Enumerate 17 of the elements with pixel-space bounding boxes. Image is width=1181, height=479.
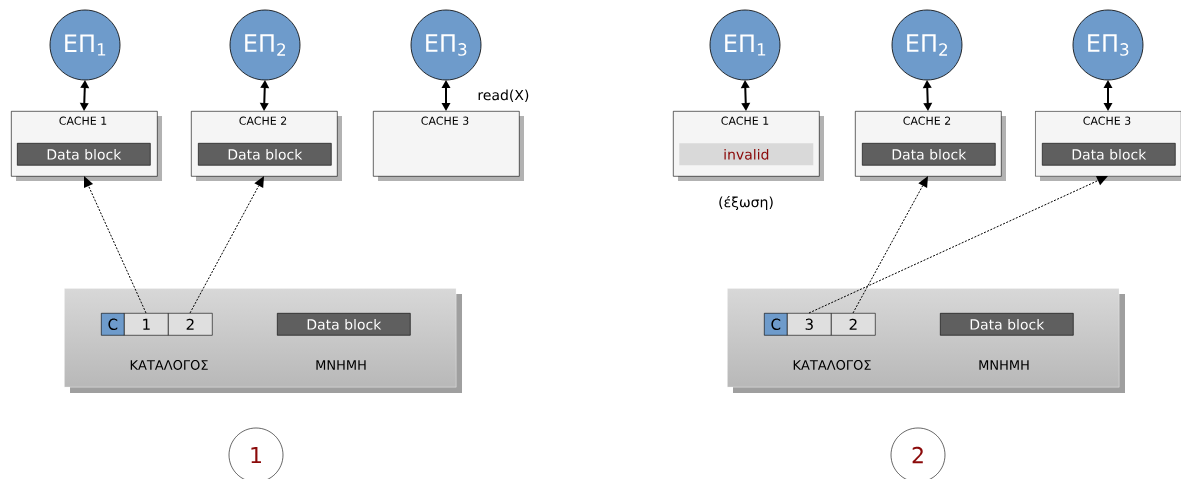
arrow (740, 80, 751, 111)
edge-label: read(X) (476, 88, 531, 103)
arrow (922, 80, 933, 111)
arrow (84, 176, 147, 314)
data-block: Data block (17, 143, 151, 166)
annotation: (έξωση) (719, 195, 773, 211)
arrow (189, 176, 264, 314)
arrow (441, 80, 451, 111)
data-block: Data block (198, 143, 332, 166)
cache-box: CACHE 3 (373, 111, 524, 181)
data-block: Data block (1042, 143, 1176, 166)
arrow (808, 176, 1108, 314)
arrow (1103, 80, 1113, 111)
arrow (79, 80, 90, 111)
data-block: Data block (862, 143, 996, 166)
arrow (259, 80, 270, 111)
arrow (852, 176, 928, 314)
